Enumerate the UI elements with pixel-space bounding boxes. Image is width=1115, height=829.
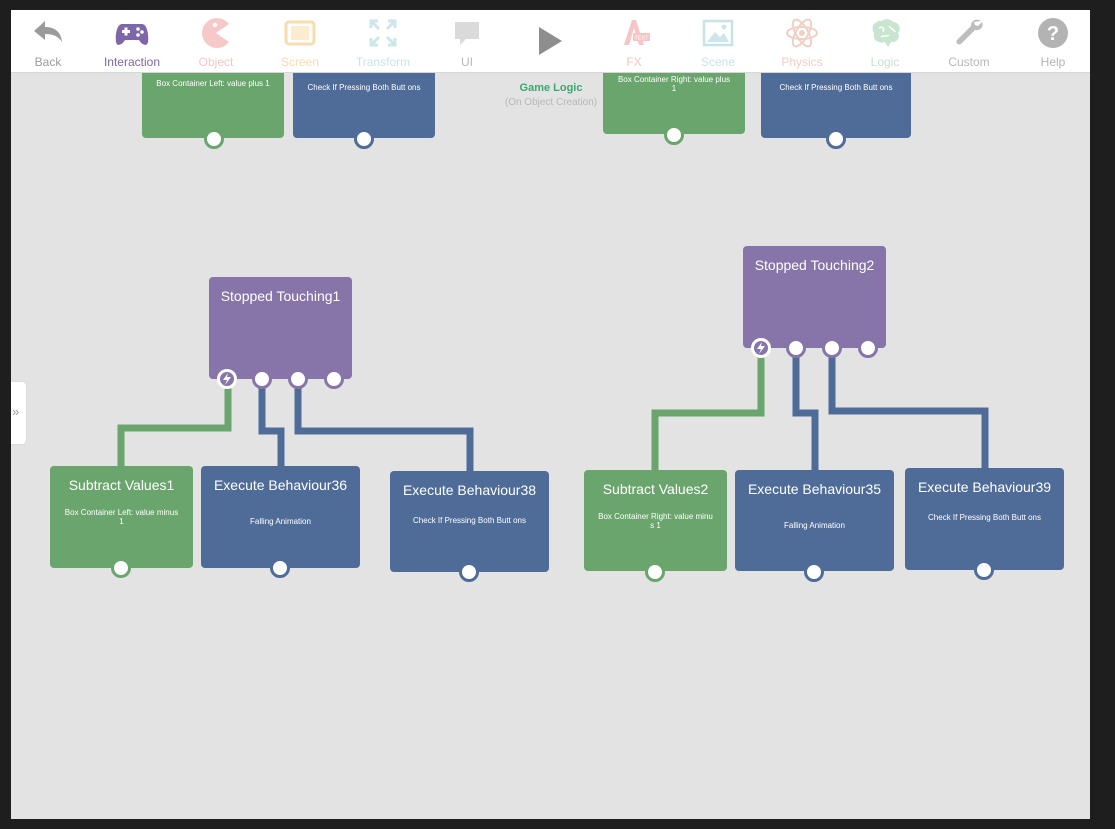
brain-icon [872,19,900,47]
output-port[interactable] [974,560,994,580]
node-description: Falling Animation [250,517,311,526]
back-button[interactable]: Back [11,10,88,72]
node-title: Execute Behaviour35 [747,481,882,497]
node-description: Check If Pressing Both Butt ons [413,516,526,525]
back-arrow-icon [34,21,62,42]
lightning-bolt-icon [757,342,765,354]
node-description: Box Container Right: value minus 1 [598,512,713,530]
interaction-label: Interaction [103,55,161,69]
output-port[interactable] [252,369,272,389]
output-port[interactable] [270,558,290,578]
custom-label: Custom [948,55,990,69]
question-mark-icon: ? [1038,18,1068,48]
help-label: Help [1040,55,1066,69]
play-icon[interactable] [535,24,565,58]
physics-label: Physics [781,55,823,69]
object-button[interactable]: Object [176,10,256,72]
back-label: Back [34,55,62,69]
node-description: Check If Pressing Both Butt ons [928,513,1041,522]
double-chevron-right-icon: » [12,404,20,419]
node-title: Subtract Values2 [602,481,709,497]
output-port[interactable] [822,338,842,358]
logic-button[interactable]: Logic [845,10,925,72]
ui-label: UI [461,55,473,69]
speech-bubble-icon [455,22,479,45]
node-title: Stopped Touching2 [754,257,875,273]
gamepad-icon [115,24,149,45]
stopped-touching-1-node[interactable]: Stopped Touching1 [209,277,352,379]
node-title: Execute Behaviour39 [917,479,1052,495]
node-title: Execute Behaviour38 [402,482,537,498]
execute-behaviour-39-node[interactable]: Execute Behaviour39 Check If Pressing Bo… [905,468,1064,570]
check-pressing-both-buttons-node-left[interactable]: Check If Pressing Both Butt ons [293,60,435,138]
output-port[interactable] [204,129,224,149]
output-port[interactable] [354,129,374,149]
box-container-left-plus-node[interactable]: Box Container Left: value plus 1 [142,60,284,138]
game-logic-subtitle: (On Object Creation) [504,97,598,108]
output-port[interactable] [111,558,131,578]
node-title: Subtract Values1 [68,477,175,493]
execute-behaviour-35-node[interactable]: Execute Behaviour35 Falling Animation [735,470,894,571]
side-panel-toggle[interactable]: » [11,382,26,444]
scene-button[interactable]: Scene [678,10,758,72]
transform-label: Transform [355,55,411,69]
output-port[interactable] [826,129,846,149]
output-port[interactable] [804,562,824,582]
stopped-touching-2-node[interactable]: Stopped Touching2 [743,246,886,348]
execute-behaviour-38-node[interactable]: Execute Behaviour38 Check If Pressing Bo… [390,471,549,572]
output-port[interactable] [324,369,344,389]
toolbar: Back Interaction Object [11,10,1090,73]
custom-button[interactable]: Custom [929,10,1009,72]
fx-button[interactable]: TEXT FX [594,10,674,72]
fx-label: FX [626,55,642,69]
node-description: Falling Animation [784,521,845,530]
output-port[interactable] [645,562,665,582]
node-description: Box Container Right: value plus 1 [617,75,731,93]
tablet-icon [284,20,316,46]
node-description: Box Container Left: value minus 1 [64,508,179,526]
interaction-button[interactable]: Interaction [92,10,172,72]
node-title: Execute Behaviour36 [213,477,348,493]
output-port[interactable] [288,369,308,389]
check-pressing-both-buttons-node-right[interactable]: Check If Pressing Both Butt ons [761,60,911,138]
subtract-values-1-node[interactable]: Subtract Values1 Box Container Left: val… [50,466,193,568]
text-fx-icon: TEXT [624,20,650,45]
execute-behaviour-36-node[interactable]: Execute Behaviour36 Falling Animation [201,466,360,568]
landscape-image-icon [702,19,734,47]
scene-label: Scene [700,55,736,69]
object-label: Object [198,55,234,69]
node-description: Check If Pressing Both Butt ons [307,83,421,92]
subtract-values-2-node[interactable]: Subtract Values2 Box Container Right: va… [584,470,727,571]
wrench-icon [956,19,983,45]
node-description: Check If Pressing Both Butt ons [779,83,893,92]
game-logic-title: Game Logic [519,82,583,94]
output-port[interactable] [459,562,479,582]
logic-editor-screen: Back Interaction Object [11,10,1090,819]
help-button[interactable]: ? Help [1013,10,1090,72]
trigger-output-port[interactable] [751,338,771,358]
node-title: Stopped Touching1 [220,288,341,304]
trigger-output-port[interactable] [217,369,237,389]
output-port[interactable] [858,338,878,358]
output-port[interactable] [786,338,806,358]
pacman-icon [202,18,229,48]
screen-label: Screen [280,55,320,69]
physics-button[interactable]: Physics [762,10,842,72]
output-port[interactable] [664,125,684,145]
transform-button[interactable]: Transform [343,10,423,72]
atom-icon [786,18,818,48]
logic-label: Logic [870,55,900,69]
svg-text:?: ? [1047,23,1059,45]
node-description: Box Container Left: value plus 1 [156,79,270,88]
fx-icon-text: TEXT [634,36,649,42]
lightning-bolt-icon [223,373,231,385]
screen-button[interactable]: Screen [260,10,340,72]
ui-button[interactable]: UI [427,10,507,72]
expand-arrows-icon [369,19,397,47]
